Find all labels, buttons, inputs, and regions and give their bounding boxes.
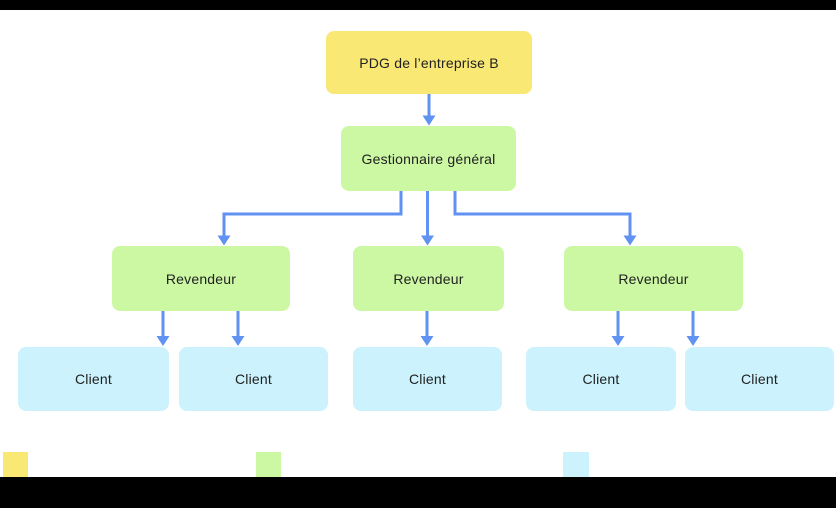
node-revendeur-3: Revendeur [564, 246, 743, 311]
bottom-black-bar [0, 477, 836, 508]
node-revendeur-2: Revendeur [353, 246, 504, 311]
node-gestionnaire-label: Gestionnaire général [361, 150, 496, 167]
node-client-3: Client [353, 347, 502, 411]
arrowhead-icon [421, 235, 434, 246]
arrowhead-icon [231, 336, 245, 346]
node-client-label: Client [235, 371, 272, 387]
arrowhead-icon [156, 336, 170, 346]
node-pdg: PDG de l’entreprise B [326, 31, 532, 94]
arrowhead-icon [686, 336, 700, 346]
node-pdg-label: PDG de l’entreprise B [359, 54, 499, 71]
arrowhead-icon [623, 235, 637, 246]
top-black-bar [0, 0, 836, 10]
node-client-1: Client [18, 347, 169, 411]
node-gestionnaire: Gestionnaire général [341, 126, 516, 191]
legend-swatch-green [256, 452, 281, 477]
legend-swatch-yellow [3, 452, 28, 477]
legend-swatch-blue [563, 452, 589, 477]
connector-manager-to-reseller-1 [222, 191, 403, 236]
node-client-5: Client [685, 347, 834, 411]
arrowhead-icon [611, 336, 625, 346]
node-client-label: Client [582, 371, 620, 387]
node-client-label: Client [741, 371, 778, 387]
node-revendeur-label: Revendeur [618, 270, 689, 287]
node-client-2: Client [179, 347, 328, 411]
node-client-4: Client [526, 347, 676, 411]
arrowhead-icon [420, 336, 434, 346]
node-revendeur-label: Revendeur [165, 270, 237, 287]
node-revendeur-label: Revendeur [393, 270, 464, 287]
node-revendeur-1: Revendeur [112, 246, 290, 311]
node-client-label: Client [409, 371, 446, 387]
connector-manager-to-reseller-3 [453, 191, 632, 236]
node-client-label: Client [75, 371, 112, 387]
arrowhead-icon [217, 235, 231, 246]
arrowhead-icon [422, 115, 436, 126]
